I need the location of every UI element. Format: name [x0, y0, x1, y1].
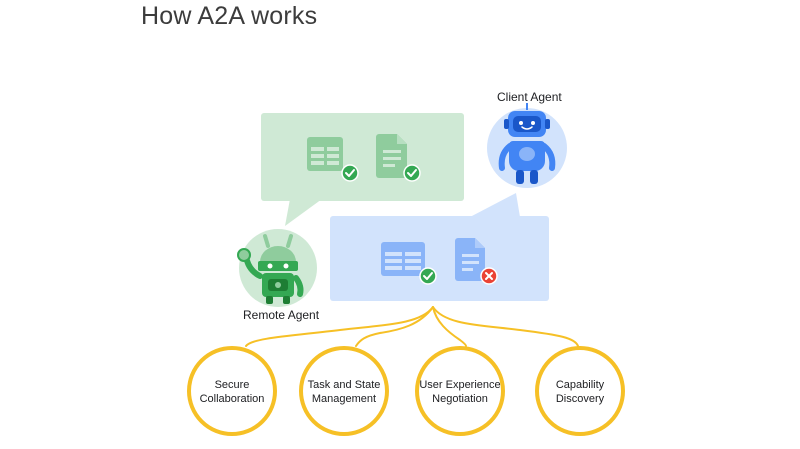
capability-circle: [299, 346, 389, 436]
capability-line2: Negotiation: [432, 393, 488, 405]
capability-task-state-management: Task and State Management: [289, 378, 399, 406]
capability-line2: Management: [311, 393, 377, 405]
form-icon: [307, 137, 343, 171]
capability-line2: Discovery: [555, 393, 605, 405]
check-icon: [341, 164, 359, 182]
error-icon: [480, 267, 498, 285]
remote-response-bubble: [330, 193, 549, 301]
client-response-bubble: [261, 113, 464, 226]
check-icon: [419, 267, 437, 285]
page-title: How A2A works: [141, 2, 318, 30]
document-icon: [376, 134, 407, 178]
form-icon: [381, 242, 425, 276]
client-agent-label: Client Agent: [497, 90, 562, 104]
capability-circle: [187, 346, 277, 436]
check-icon: [403, 164, 421, 182]
android-robot-icon: [237, 229, 317, 307]
connector-lines: [245, 306, 579, 347]
capability-secure-collaboration: Secure Collaboration: [177, 378, 287, 406]
remote-agent-label: Remote Agent: [243, 308, 320, 322]
capability-line1: Capability: [555, 379, 605, 391]
document-icon: [455, 238, 485, 281]
robot-icon: [487, 103, 567, 188]
capability-ux-negotiation: User Experience Negotiation: [405, 378, 515, 406]
capability-line1: Task and State: [307, 379, 381, 391]
capability-line1: User Experience: [419, 379, 501, 391]
capability-line1: Secure: [214, 379, 250, 391]
capability-circle: [415, 346, 505, 436]
capability-line2: Collaboration: [199, 393, 265, 405]
capability-discovery: Capability Discovery: [525, 378, 635, 406]
capability-circle: [535, 346, 625, 436]
